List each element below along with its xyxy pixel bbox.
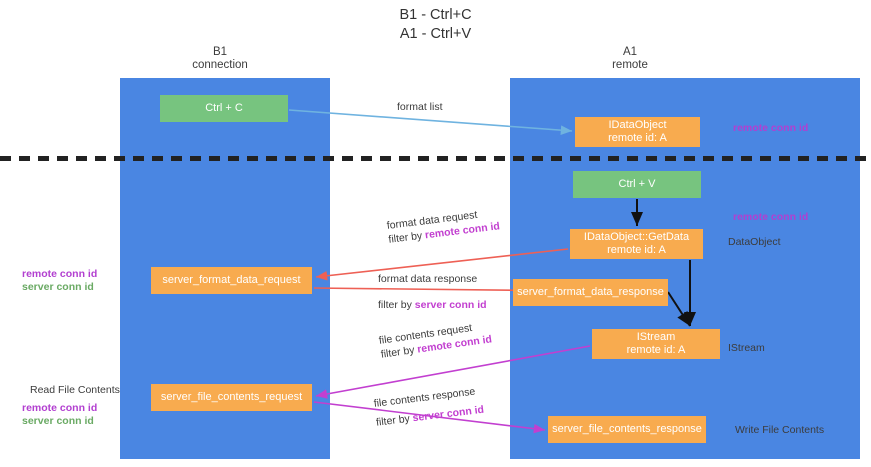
node-ctrl-c[interactable]: Ctrl + C bbox=[160, 95, 288, 122]
edge-label-fdresp-token: server conn id bbox=[414, 299, 487, 311]
annotation-write-file-contents: Write File Contents bbox=[735, 424, 824, 437]
node-idataobject-getdata[interactable]: IDataObject::GetData remote id: A bbox=[570, 229, 703, 259]
annotation-read-file-contents-text: Read File Contents bbox=[30, 384, 120, 396]
divider-dashed-line bbox=[0, 156, 871, 161]
page-title: B1 - Ctrl+C A1 - Ctrl+V bbox=[0, 6, 871, 44]
lane-header-b1-subtitle: connection bbox=[192, 59, 248, 71]
node-getdata-title: IDataObject::GetData bbox=[583, 230, 690, 243]
annotation-left-remote-conn-id-1: remote conn id bbox=[22, 268, 98, 280]
edge-label-format-list: format list bbox=[397, 100, 443, 114]
lane-header-a1: A1 remote bbox=[560, 46, 700, 72]
node-ctrl-v-label: Ctrl + V bbox=[618, 177, 656, 190]
edge-label-format-data-request: format data request filter by remote con… bbox=[386, 205, 501, 246]
annotation-remote-conn-id-top: remote conn id bbox=[733, 122, 808, 135]
node-idataobject-title: IDataObject bbox=[608, 118, 667, 131]
annotation-remote-conn-id-mid: remote conn id bbox=[733, 211, 808, 224]
edge-label-format-data-response: format data response filter by server co… bbox=[378, 272, 487, 312]
node-istream[interactable]: IStream remote id: A bbox=[592, 329, 720, 359]
node-istream-remote-id: remote id: A bbox=[626, 344, 686, 356]
node-server-file-contents-response[interactable]: server_file_contents_response bbox=[548, 416, 706, 443]
lane-header-a1-subtitle: remote bbox=[612, 59, 648, 71]
edge-label-format-data-response-line2: filter by server conn id bbox=[378, 298, 487, 312]
annotation-istream: IStream bbox=[728, 342, 765, 355]
edge-label-fdresp-prefix: filter by bbox=[378, 299, 415, 311]
node-server-file-contents-request[interactable]: server_file_contents_request bbox=[151, 384, 312, 411]
node-idataobject[interactable]: IDataObject remote id: A bbox=[575, 117, 700, 147]
annotation-left-server-conn-id-1: server conn id bbox=[22, 281, 94, 293]
edge-label-fdreq-prefix: filter by bbox=[387, 229, 426, 246]
edge-label-format-data-response-line1: format data response bbox=[378, 273, 478, 285]
annotation-write-file-contents-text: Write File Contents bbox=[735, 424, 825, 436]
annotation-remote-conn-id-top-text: remote conn id bbox=[733, 122, 809, 134]
lane-header-a1-title: A1 bbox=[622, 46, 638, 58]
annotation-read-file-contents: Read File Contents bbox=[30, 384, 120, 397]
edge-label-format-list-text: format list bbox=[397, 101, 443, 113]
node-ctrl-c-label: Ctrl + C bbox=[205, 101, 243, 114]
lane-header-b1: B1 connection bbox=[150, 46, 290, 72]
lane-header-b1-title: B1 bbox=[212, 46, 228, 58]
annotation-dataobject-text: DataObject bbox=[728, 236, 781, 248]
node-server-format-data-response[interactable]: server_format_data_response bbox=[513, 279, 668, 306]
annotation-dataobject: DataObject bbox=[728, 236, 781, 249]
node-server-file-contents-request-label: server_file_contents_request bbox=[160, 390, 303, 403]
annotation-left-server-conn-id-2: server conn id bbox=[22, 415, 94, 427]
node-istream-title: IStream bbox=[636, 330, 676, 343]
node-ctrl-v[interactable]: Ctrl + V bbox=[573, 171, 701, 198]
edge-label-fcreq-prefix: filter by bbox=[380, 343, 419, 361]
title-line-2: A1 - Ctrl+V bbox=[399, 26, 472, 42]
node-idataobject-remote-id: remote id: A bbox=[608, 132, 667, 144]
node-server-format-data-response-label: server_format_data_response bbox=[517, 285, 664, 298]
annotation-left-conn-ids-2: remote conn id server conn id bbox=[22, 402, 97, 428]
annotation-left-conn-ids-1: remote conn id server conn id bbox=[22, 268, 97, 294]
edge-label-fcresp-token: server conn id bbox=[411, 403, 485, 425]
node-server-format-data-request-label: server_format_data_request bbox=[162, 273, 301, 286]
annotation-istream-text: IStream bbox=[728, 342, 765, 354]
node-server-file-contents-response-label: server_file_contents_response bbox=[552, 422, 702, 435]
annotation-remote-conn-id-mid-text: remote conn id bbox=[733, 211, 809, 223]
node-getdata-remote-id: remote id: A bbox=[607, 244, 666, 256]
edge-label-fcresp-prefix: filter by bbox=[375, 412, 414, 429]
node-server-format-data-request[interactable]: server_format_data_request bbox=[151, 267, 312, 294]
annotation-left-remote-conn-id-2: remote conn id bbox=[22, 402, 98, 414]
title-line-1: B1 - Ctrl+C bbox=[399, 7, 472, 23]
edge-label-file-contents-request: file contents request filter by remote c… bbox=[378, 318, 493, 361]
edge-label-file-contents-response: file contents response filter by server … bbox=[373, 384, 485, 430]
